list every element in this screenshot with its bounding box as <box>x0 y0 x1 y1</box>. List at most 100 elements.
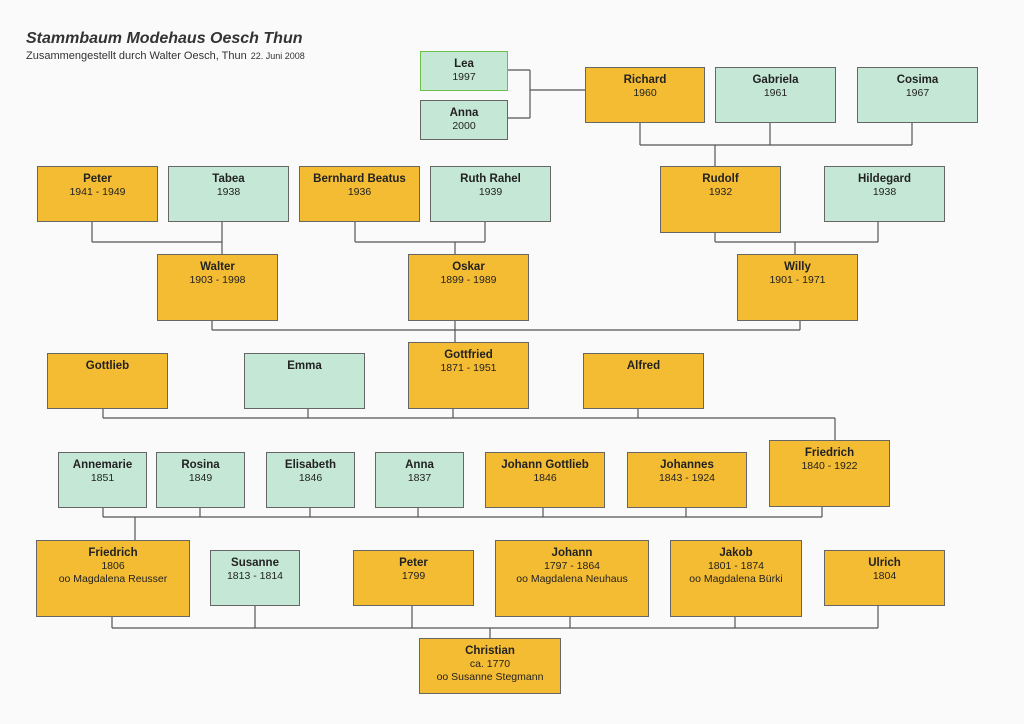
person-name: Emma <box>287 360 322 372</box>
person-box-peter-1799: Peter 1799 <box>353 550 474 606</box>
person-years: 1804 <box>872 570 897 582</box>
person-name: Ruth Rahel <box>460 173 521 185</box>
person-years: 1801 - 1874 <box>707 560 765 572</box>
person-name: Gottlieb <box>85 360 130 372</box>
person-name: Johannes <box>660 459 714 471</box>
person-spouse: oo Magdalena Reusser <box>58 573 168 585</box>
person-box-gottfried: Gottfried 1871 - 1951 <box>408 342 529 409</box>
person-years: 1903 - 1998 <box>189 274 246 286</box>
person-box-susanne: Susanne 1813 - 1814 <box>210 550 300 606</box>
person-name: Anna <box>449 107 479 119</box>
person-name: Friedrich <box>804 447 855 459</box>
person-name: Richard <box>623 74 667 86</box>
person-name: Johann <box>551 547 593 559</box>
person-box-ulrich: Ulrich 1804 <box>824 550 945 606</box>
person-name: Gottfried <box>444 349 493 361</box>
person-box-alfred: Alfred <box>583 353 704 409</box>
person-name: Lea <box>454 58 474 70</box>
person-box-lea: Lea 1997 <box>420 51 508 91</box>
person-box-bernhard-beatus: Bernhard Beatus 1936 <box>299 166 420 222</box>
person-box-johann: Johann 1797 - 1864 oo Magdalena Neuhaus <box>495 540 649 617</box>
person-box-willy: Willy 1901 - 1971 <box>737 254 858 321</box>
person-box-anna-2000: Anna 2000 <box>420 100 508 140</box>
person-name: Christian <box>465 645 515 657</box>
person-box-johannes: Johannes 1843 - 1924 <box>627 452 747 508</box>
person-box-annemarie: Annemarie 1851 <box>58 452 147 508</box>
person-years: 1846 <box>533 472 557 484</box>
person-box-hildegard: Hildegard 1938 <box>824 166 945 222</box>
person-years: 1899 - 1989 <box>440 274 497 286</box>
person-years: 1837 <box>407 472 432 484</box>
person-years: 1806 <box>101 560 125 572</box>
person-box-gottlieb: Gottlieb <box>47 353 168 409</box>
person-spouse: oo Magdalena Neuhaus <box>516 573 628 585</box>
person-box-johann-gottlieb: Johann Gottlieb 1846 <box>485 452 605 508</box>
person-years: 1967 <box>905 87 930 99</box>
person-name: Jakob <box>719 547 753 559</box>
person-years: 1797 - 1864 <box>543 560 601 572</box>
person-years: 1939 <box>478 186 503 198</box>
person-years: 1932 <box>708 186 733 198</box>
person-box-richard: Richard 1960 <box>585 67 705 123</box>
person-name: Bernhard Beatus <box>313 173 406 185</box>
person-name: Cosima <box>896 74 939 86</box>
person-box-rosina: Rosina 1849 <box>156 452 245 508</box>
person-box-tabea: Tabea 1938 <box>168 166 289 222</box>
person-box-emma: Emma <box>244 353 365 409</box>
person-name: Peter <box>83 173 112 185</box>
person-box-friedrich-1806: Friedrich 1806 oo Magdalena Reusser <box>36 540 190 617</box>
person-years: 1941 - 1949 <box>69 186 126 198</box>
person-name: Annemarie <box>72 459 133 471</box>
person-name: Gabriela <box>752 74 799 86</box>
person-name: Johann Gottlieb <box>501 459 589 471</box>
person-name: Alfred <box>626 360 661 372</box>
person-years: 1938 <box>216 186 241 198</box>
person-spouse: oo Susanne Stegmann <box>436 671 544 683</box>
person-name: Tabea <box>212 173 245 185</box>
person-name: Elisabeth <box>284 459 337 471</box>
person-box-gabriela: Gabriela 1961 <box>715 67 836 123</box>
person-box-elisabeth: Elisabeth 1846 <box>266 452 355 508</box>
person-years: ca. 1770 <box>469 658 511 670</box>
person-years: 1846 <box>298 472 323 484</box>
person-years: 1960 <box>633 87 657 99</box>
person-years: 1938 <box>872 186 897 198</box>
subtitle-text: Zusammengestellt durch Walter Oesch, Thu… <box>26 50 247 62</box>
person-years: 1840 - 1922 <box>801 460 858 472</box>
person-box-christian: Christian ca. 1770 oo Susanne Stegmann <box>419 638 561 694</box>
person-years: 1997 <box>452 71 476 83</box>
person-box-friedrich-1840: Friedrich 1840 - 1922 <box>769 440 890 507</box>
page-subtitle: Zusammengestellt durch Walter Oesch, Thu… <box>26 50 305 62</box>
person-box-walter: Walter 1903 - 1998 <box>157 254 278 321</box>
person-years: 1961 <box>763 87 788 99</box>
person-years: 1849 <box>188 472 213 484</box>
person-box-cosima: Cosima 1967 <box>857 67 978 123</box>
person-years: 1799 <box>401 570 426 582</box>
person-name: Susanne <box>231 557 279 569</box>
person-name: Rudolf <box>702 173 739 185</box>
person-name: Friedrich <box>88 547 138 559</box>
person-name: Ulrich <box>868 557 901 569</box>
person-name: Willy <box>784 261 811 273</box>
person-name: Oskar <box>452 261 485 273</box>
person-years: 2000 <box>452 120 476 132</box>
person-box-rudolf: Rudolf 1932 <box>660 166 781 233</box>
subtitle-date: 22. Juni 2008 <box>250 51 305 61</box>
page-title: Stammbaum Modehaus Oesch Thun <box>26 30 303 47</box>
person-name: Rosina <box>181 459 220 471</box>
person-box-peter-1941: Peter 1941 - 1949 <box>37 166 158 222</box>
person-years: 1843 - 1924 <box>658 472 716 484</box>
person-name: Walter <box>200 261 235 273</box>
person-box-ruth-rahel: Ruth Rahel 1939 <box>430 166 551 222</box>
person-name: Peter <box>399 557 428 569</box>
person-box-anna-1837: Anna 1837 <box>375 452 464 508</box>
person-years: 1901 - 1971 <box>769 274 826 286</box>
person-years: 1936 <box>347 186 372 198</box>
person-years: 1813 - 1814 <box>226 570 284 582</box>
person-spouse: oo Magdalena Bürki <box>689 573 783 585</box>
person-years: 1871 - 1951 <box>440 362 497 374</box>
person-name: Anna <box>405 459 434 471</box>
person-box-oskar: Oskar 1899 - 1989 <box>408 254 529 321</box>
person-years: 1851 <box>90 472 115 484</box>
